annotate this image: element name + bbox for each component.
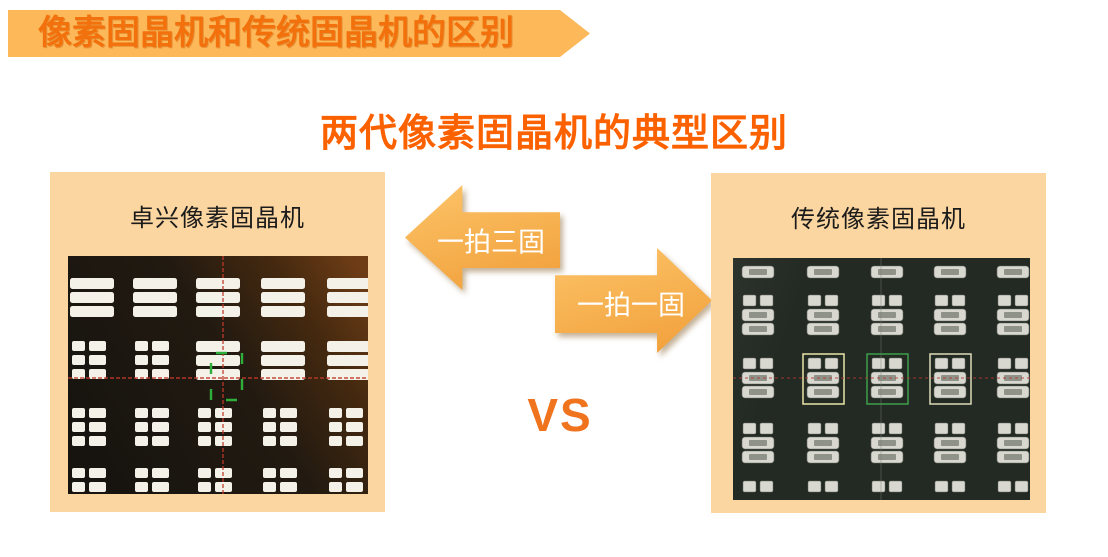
zhuoxing-machine-photo (68, 256, 368, 494)
left-arrow-label: 一拍三固 (437, 227, 545, 258)
right-arrow-shape: 一拍一固 (555, 248, 712, 353)
panel-traditional-title: 传统像素固晶机 (791, 206, 966, 233)
panel-traditional: 传统像素固晶机 (711, 173, 1046, 513)
left-arrow-shape: 一拍三固 (405, 185, 560, 290)
panel-zhuoxing-title: 卓兴像素固晶机 (130, 205, 305, 232)
page-title: 两代像素固晶机的典型区别 (319, 113, 788, 155)
panel-zhuoxing: 卓兴像素固晶机 (50, 172, 385, 512)
traditional-machine-photo (733, 258, 1030, 500)
banner-title: 像素固晶机和传统固晶机的区别 (38, 14, 514, 52)
vs-label: VS (527, 389, 593, 441)
right-arrow-label: 一拍一固 (577, 290, 685, 321)
left-arrow: 一拍三固 (405, 185, 560, 290)
title-banner: 像素固晶机和传统固晶机的区别 (8, 10, 590, 57)
right-arrow: 一拍一固 (555, 248, 712, 353)
